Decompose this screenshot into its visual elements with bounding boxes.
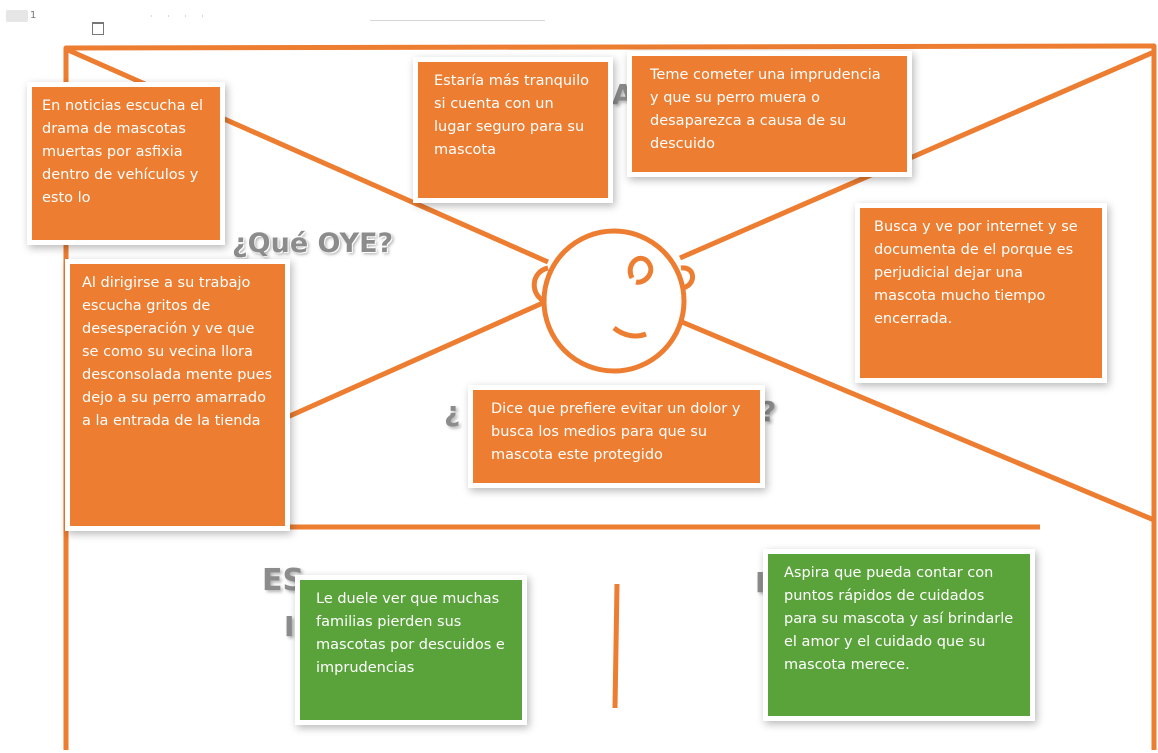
heading-fragment-top-right: A <box>612 78 634 111</box>
head-eye <box>627 255 654 285</box>
heading-fragment-bottom-left: ES <box>262 563 305 598</box>
diagonal-top-right <box>679 49 1155 261</box>
ruler-ticks: · · · · <box>150 12 210 21</box>
heading-fragment-bottom-right: I <box>755 566 766 599</box>
frame-outer-border <box>63 43 1157 750</box>
head-circle <box>541 228 687 374</box>
card-trabajo-text: Al dirigirse a su trabajo escucha gritos… <box>82 275 273 429</box>
card-aspira-text: Aspira que pueda contar con puntos rápid… <box>784 565 1014 673</box>
heading-fragment-center-left: ¿ <box>444 395 461 428</box>
card-teme-text: Teme cometer una imprudencia y que su pe… <box>650 67 881 152</box>
heading-que-oye: ¿Qué OYE? <box>232 228 394 259</box>
card-noticias-text: En noticias escucha el drama de mascotas… <box>42 98 204 206</box>
card-trabajo: Al dirigirse a su trabajo escucha gritos… <box>70 264 285 526</box>
card-noticias: En noticias escucha el drama de mascotas… <box>32 87 220 240</box>
card-internet: Busca y ve por internet y se documenta d… <box>860 208 1102 378</box>
diagonal-bottom-right <box>681 319 1155 523</box>
head-mouth <box>612 325 647 339</box>
head-ear-left <box>531 265 549 305</box>
bottom-vertical-divider <box>612 583 620 709</box>
card-duele: Le duele ver que muchas familias pierden… <box>300 580 522 720</box>
head-ear-right <box>680 265 695 291</box>
layout-icon[interactable] <box>92 22 104 35</box>
ruler-page-number: 1 <box>30 10 37 21</box>
card-duele-text: Le duele ver que muchas familias pierden… <box>316 591 505 676</box>
card-teme: Teme cometer una imprudencia y que su pe… <box>632 56 907 172</box>
heading-fragment-bottom-left-2: I <box>284 610 295 643</box>
ruler-tab[interactable] <box>6 10 28 22</box>
diagonal-top-left <box>66 47 550 265</box>
ruler-line <box>370 20 545 21</box>
card-tranquilo: Estaría más tranquilo si cuenta con un l… <box>418 62 608 198</box>
card-internet-text: Busca y ve por internet y se documenta d… <box>874 219 1078 327</box>
heading-fragment-center-right: ? <box>760 395 777 428</box>
card-dolor-text: Dice que prefiere evitar un dolor y busc… <box>491 401 741 463</box>
document-ruler: 1 · · · · <box>0 0 1158 40</box>
card-tranquilo-text: Estaría más tranquilo si cuenta con un l… <box>434 73 589 158</box>
card-aspira: Aspira que pueda contar con puntos rápid… <box>768 554 1030 716</box>
card-dolor: Dice que prefiere evitar un dolor y busc… <box>473 390 760 483</box>
